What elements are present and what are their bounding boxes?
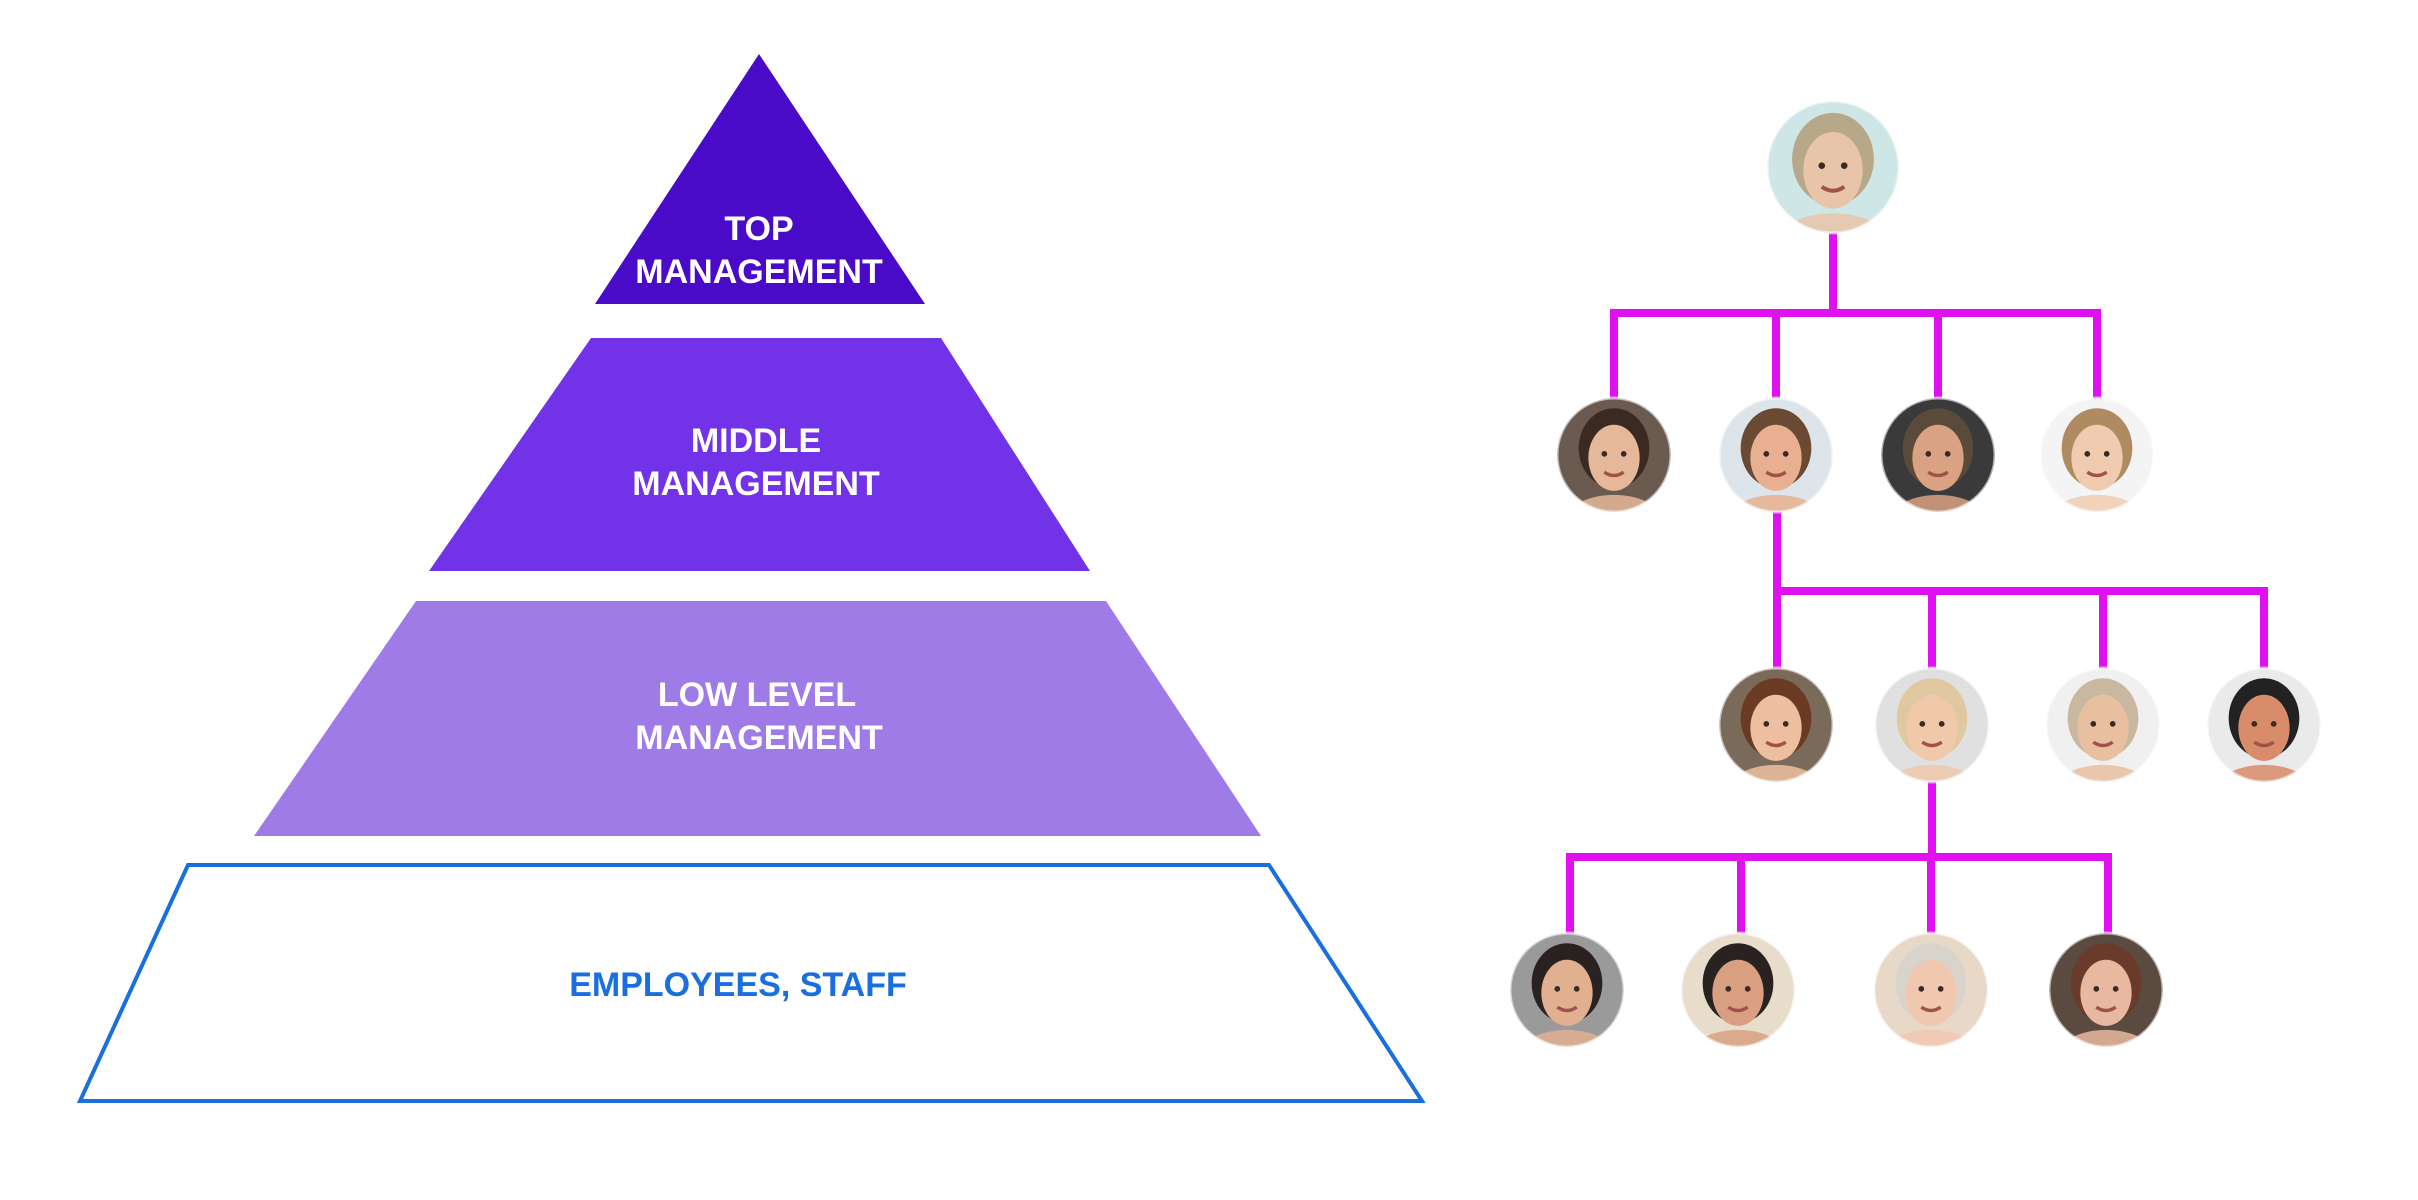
person-avatar[interactable] [1765, 99, 1901, 266]
tier-middle-label-line1: MIDDLE [691, 422, 821, 460]
hierarchy-pyramid: TOP MANAGEMENT MIDDLE MANAGEMENT LOW LEV… [76, 54, 1426, 1103]
tier-middle-management [429, 338, 1090, 571]
person-avatar[interactable] [1679, 931, 1797, 1075]
tier-low-label-line1: LOW LEVEL [658, 676, 856, 714]
tier-employees-staff [76, 863, 1426, 1103]
tier-low-level-management [254, 601, 1261, 836]
person-avatar[interactable] [1555, 396, 1673, 541]
person-avatar[interactable] [1873, 666, 1991, 811]
person-avatar[interactable] [1508, 931, 1626, 1075]
tier-employees-label: EMPLOYEES, STAFF [569, 966, 907, 1004]
person-avatar[interactable] [1717, 396, 1835, 541]
person-avatar[interactable] [1879, 396, 1997, 541]
person-avatar[interactable] [2044, 666, 2162, 811]
tier-top-management [595, 54, 925, 304]
tier-middle-label-line2: MANAGEMENT [632, 465, 880, 503]
person-avatar[interactable] [2047, 931, 2165, 1075]
person-avatar[interactable] [1872, 931, 1990, 1075]
person-avatar[interactable] [1717, 666, 1835, 811]
tier-top-label-line2: MANAGEMENT [635, 253, 883, 291]
tier-top-label-line1: TOP [724, 210, 793, 248]
person-avatar[interactable] [2038, 396, 2156, 541]
tier-low-label-line2: MANAGEMENT [635, 719, 883, 757]
person-avatar[interactable] [2205, 666, 2323, 811]
org-chart [1508, 99, 2323, 1075]
